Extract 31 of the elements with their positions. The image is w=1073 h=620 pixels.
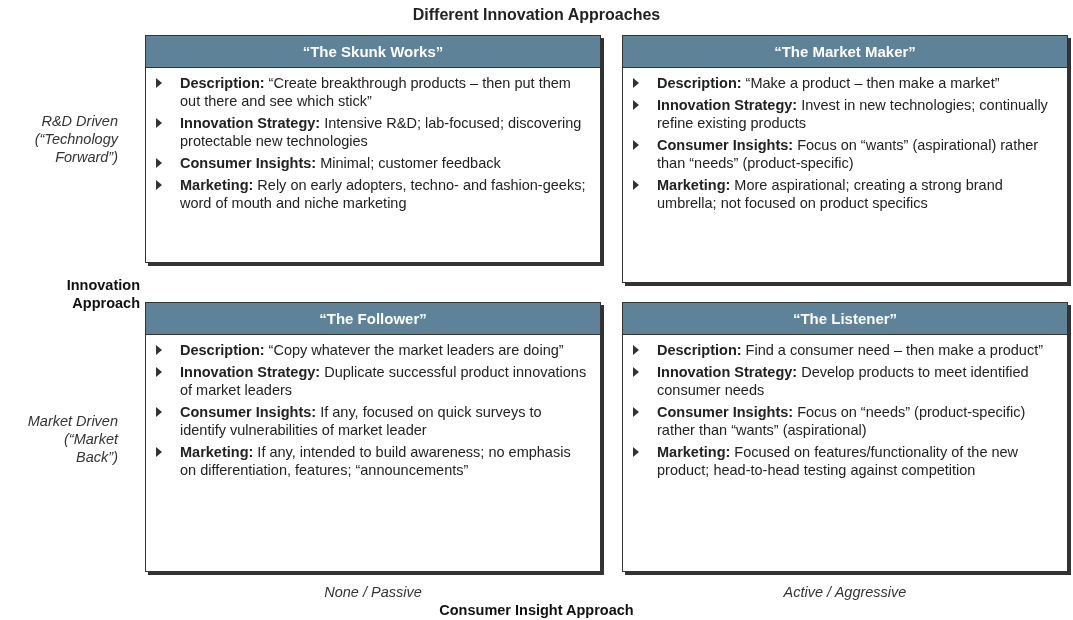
header-band: “The Skunk Works” (146, 36, 600, 68)
bullet-text: Marketing: More aspirational; creating a strong brand umbrella; not focused on product specifics (657, 176, 1004, 212)
quadrant-card (145, 302, 601, 572)
bullet-text: Description: “Create breakthrough products – then put them out there and see which stick” (180, 74, 572, 110)
bullet-text: Consumer Insights: Minimal; customer feedback (180, 154, 501, 172)
quadrant-card (622, 35, 1068, 283)
bullet-text: Consumer Insights: Focus on “wants” (aspirational) rather than “needs” (product-specific) (657, 136, 1040, 172)
quadrant-card (622, 302, 1068, 572)
bullet-text: Marketing: Rely on early adopters, techno- and fashion-geeks; word of mouth and niche marketing (180, 176, 587, 212)
bullet-text: Description: “Make a product – then make a market” (657, 74, 1000, 92)
bullet-text: Consumer Insights: Focus on “needs” (product-specific) rather than “wants” (aspirational) (657, 403, 1027, 439)
bullet-text: Innovation Strategy: Develop products to meet identified consumer needs (657, 363, 1030, 399)
bullet-text: Marketing: Focused on features/functionality of the new product; head-to-head testing against competition (657, 443, 1020, 479)
quadrant-card (145, 35, 601, 263)
axis-label: Active / Aggressive (782, 583, 908, 601)
axis-label: None / Passive (323, 583, 423, 601)
bullet-text: Innovation Strategy: Intensive R&D; lab-focused; discovering protectable new technologies (180, 114, 583, 150)
bullet-text: Description: “Copy whatever the market leaders are doing” (180, 341, 564, 359)
bullet-text: Innovation Strategy: Invest in new technologies; continually refine existing products (657, 96, 1049, 132)
axis-label: R&D Driven (“Technology Forward”) (33, 112, 118, 166)
bullet-text: Innovation Strategy: Duplicate successful product innovations of market leaders (180, 363, 588, 399)
header-band: “The Market Maker” (623, 36, 1067, 68)
axis-title: Consumer Insight Approach (438, 601, 635, 619)
header-band: “The Follower” (146, 303, 600, 335)
axis-title: Innovation Approach (65, 276, 140, 312)
bullet-text: Description: Find a consumer need – then make a product” (657, 341, 1044, 359)
axis-label: Market Driven (“Market Back”) (26, 412, 118, 466)
header-band: “The Listener” (623, 303, 1067, 335)
bullet-text: Marketing: If any, intended to build awareness; no emphasis on differentiation, features; “announcements” (180, 443, 572, 479)
diagram-title: Different Innovation Approaches (411, 6, 662, 24)
bullet-text: Consumer Insights: If any, focused on quick surveys to identify vulnerabilities of market leader (180, 403, 543, 439)
